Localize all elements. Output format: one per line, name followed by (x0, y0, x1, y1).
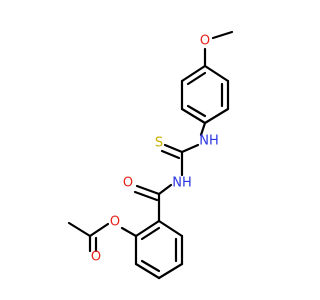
methoxyphenyl-ring (180, 64, 230, 125)
methoxy-oxygen-label: O (200, 34, 210, 49)
thione-sulfur-label: S (155, 136, 163, 151)
bond-methyl-o (211, 30, 234, 40)
bond-ring-esterO (120, 226, 138, 238)
bond-nh2-co (157, 183, 173, 196)
bond-nh-c (180, 143, 200, 154)
molecule-structure: O NH S NH O O O (67, 30, 234, 280)
bonds (67, 30, 234, 280)
acetyl-oxygen-label: O (91, 250, 101, 265)
ester-oxygen-label: O (110, 215, 120, 230)
bond-acetyl-methyl (67, 221, 92, 238)
bond-ring-nh (199, 121, 207, 137)
atom-labels: O NH S NH O O O (91, 34, 219, 265)
bond-c-s (163, 143, 184, 154)
benzene-ring (134, 219, 184, 280)
amide-nh-label: NH (172, 176, 192, 191)
bond-amide-co (135, 184, 161, 196)
thio-nh-label: NH (199, 134, 219, 149)
bond-esterO-c (88, 222, 110, 238)
amide-oxygen-label: O (123, 176, 133, 191)
